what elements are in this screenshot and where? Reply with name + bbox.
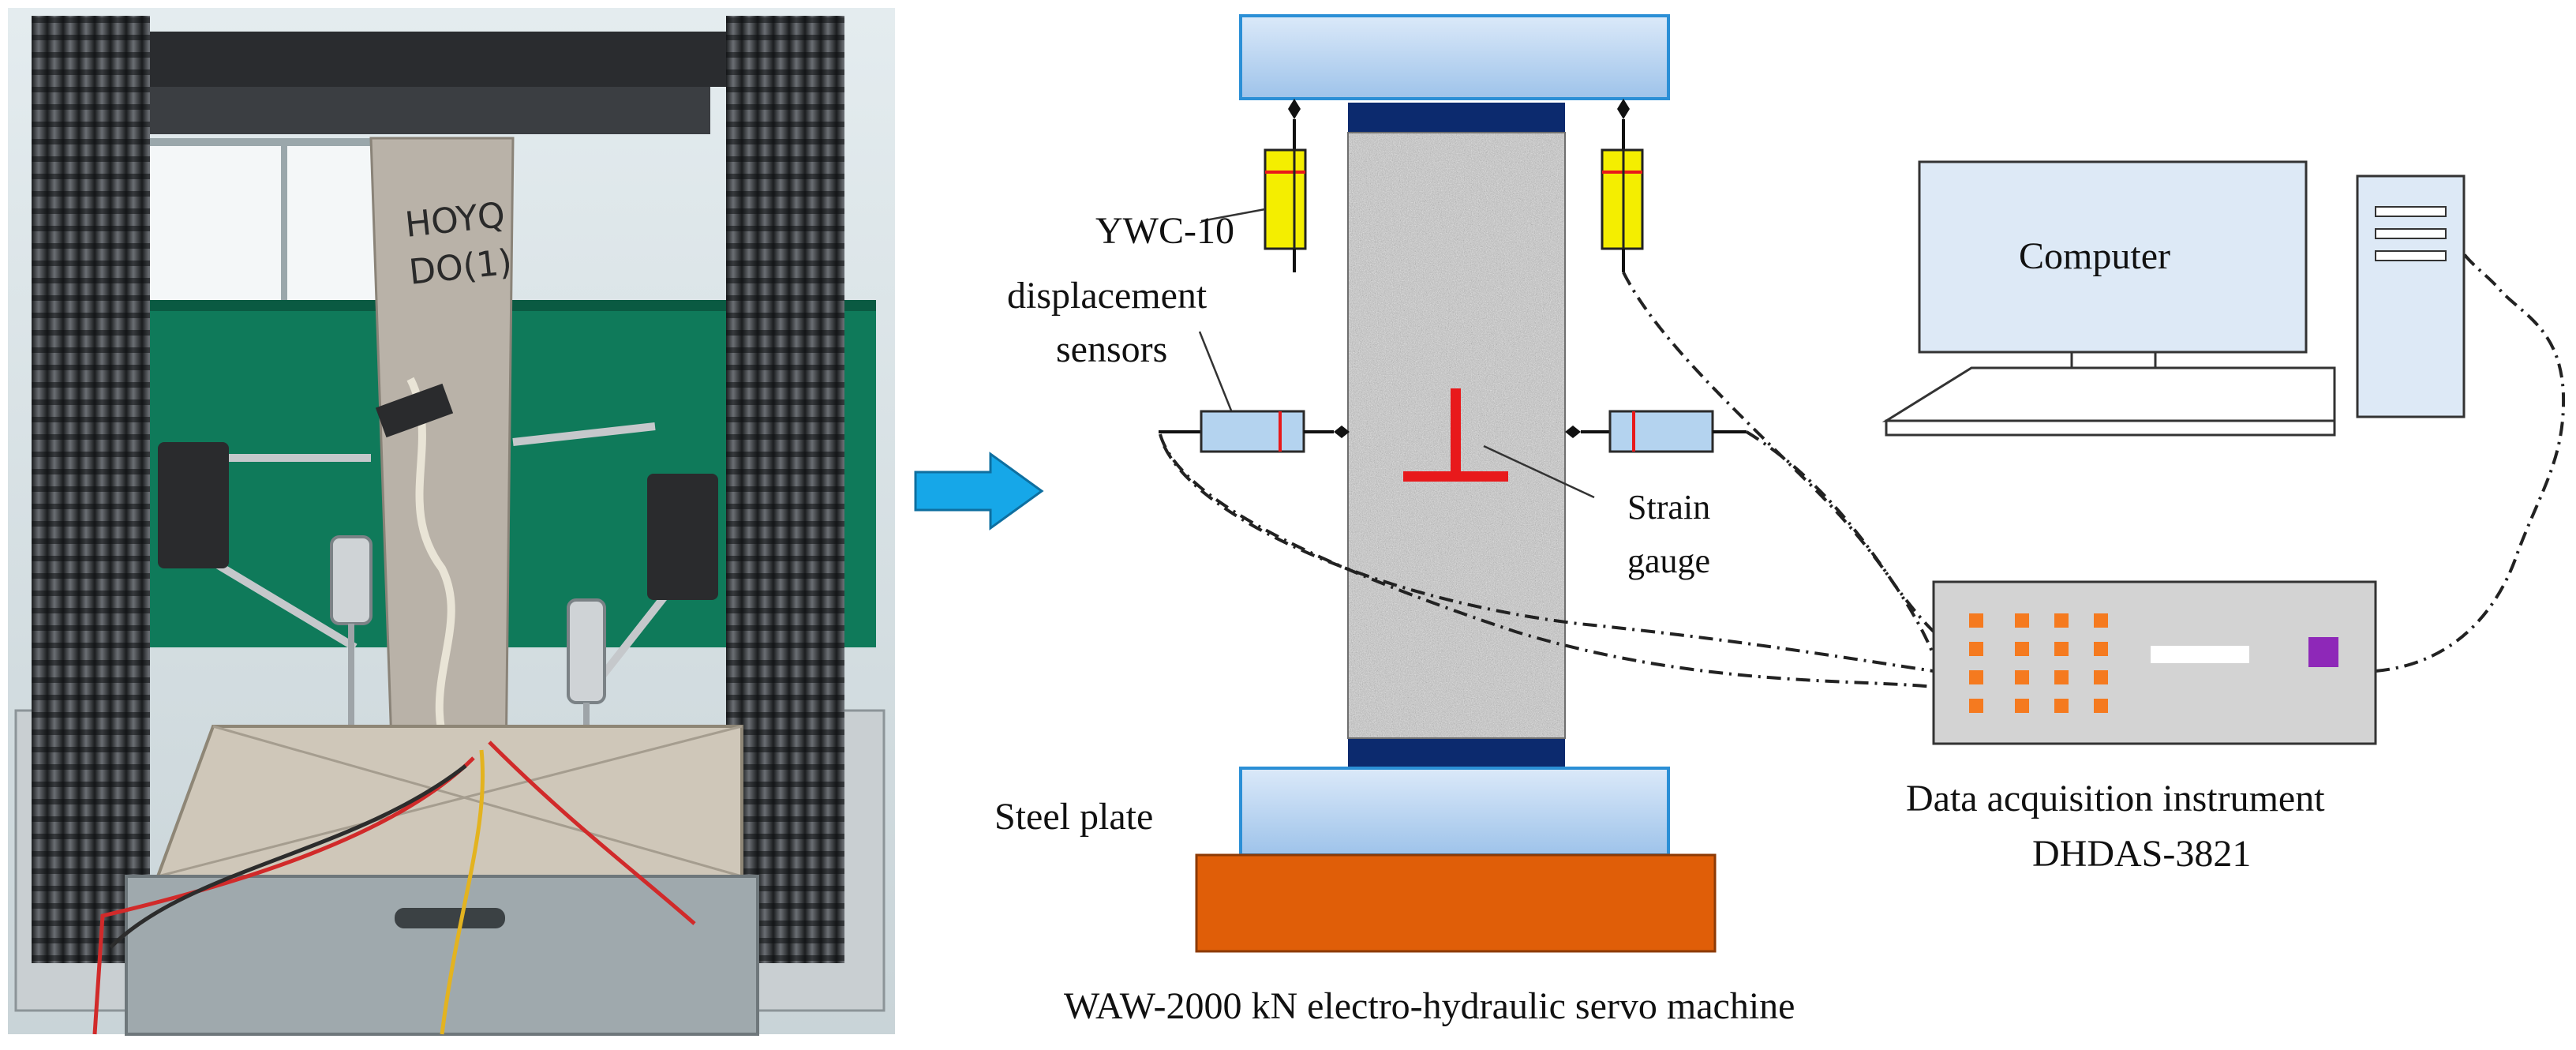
label-computer: Computer <box>2019 235 2170 277</box>
label-sensor-model: YWC-10 <box>1095 210 1234 252</box>
right-threaded-column <box>726 16 844 963</box>
bottom-end-cap <box>1348 738 1565 768</box>
desktop-computer-icon <box>1881 160 2466 437</box>
strain-gauge-icon <box>1403 388 1508 482</box>
photo-dial-gauges <box>330 535 606 829</box>
label-machine: WAW-2000 kN electro-hydraulic servo mach… <box>1064 985 1795 1027</box>
photo-lead-wires <box>92 741 696 1035</box>
bottom-steel-plate <box>1239 767 1670 857</box>
top-steel-plate <box>1239 14 1670 100</box>
label-steel-plate: Steel plate <box>994 796 1153 838</box>
left-vertical-sensor <box>1264 99 1307 272</box>
data-acquisition-icon <box>1932 580 2377 745</box>
upper-crosshead <box>63 32 758 87</box>
monitor-screen <box>1918 160 2308 354</box>
right-horizontal-sensor <box>1565 410 1747 453</box>
label-daq-2: DHDAS-3821 <box>2032 833 2251 875</box>
machine-base <box>125 875 759 1036</box>
photo-clamps <box>158 383 718 600</box>
right-vertical-sensor <box>1601 99 1644 272</box>
label-strain-2: gauge <box>1627 542 1710 580</box>
leader-lines <box>1198 208 1595 499</box>
label-sensor-desc-1: displacement <box>1007 275 1208 317</box>
test-photo: HOYQ DO(1) <box>8 8 895 1036</box>
label-sensor-desc-2: sensors <box>1056 328 1167 370</box>
signal-cables <box>1159 236 2566 688</box>
label-daq-1: Data acquisition instrument <box>1906 778 2325 819</box>
label-strain-1: Strain <box>1627 488 1710 527</box>
left-threaded-column <box>32 16 150 963</box>
daq-led-array <box>1969 613 2108 713</box>
daq-power-button <box>2308 637 2338 667</box>
left-horizontal-sensor <box>1159 410 1350 453</box>
top-end-cap <box>1348 103 1565 133</box>
machine-base-block <box>1195 853 1717 953</box>
daq-display-slot <box>2151 646 2249 663</box>
keyboard-base <box>1885 419 2336 437</box>
right-arrow-icon <box>914 452 1044 531</box>
